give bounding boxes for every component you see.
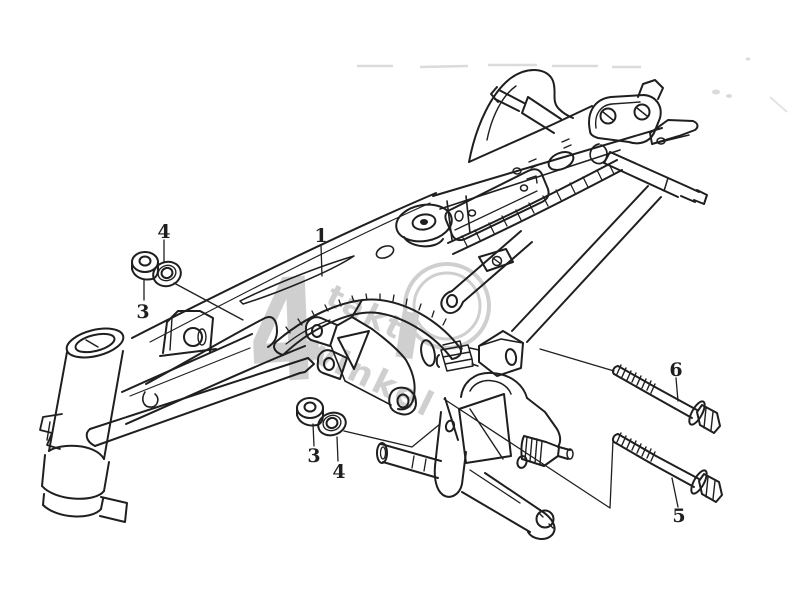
washer-top <box>152 260 182 288</box>
arc-stay <box>273 293 462 360</box>
flange-nut-bottom <box>296 397 324 427</box>
callout-4-upper: 4 <box>157 221 170 243</box>
callout-5-bolt: 5 <box>672 505 685 527</box>
callout-labels: 4 3 1 3 4 6 5 <box>136 221 685 527</box>
engine-hanger-bracket <box>376 371 574 540</box>
flange-bolt-6 <box>612 364 721 434</box>
watermark-circle-inner <box>412 271 482 341</box>
watermark-circle-outer <box>403 262 491 350</box>
rear-frame-section <box>395 69 708 255</box>
callout-3-upper: 3 <box>136 301 149 323</box>
scan-noise <box>357 57 788 113</box>
callout-3-lower: 3 <box>307 445 320 467</box>
center-bracket-plate <box>304 299 436 416</box>
connecting-arms <box>440 185 662 343</box>
callout-4-lower: 4 <box>332 461 345 483</box>
fasteners <box>131 251 723 503</box>
callout-6-bolt: 6 <box>669 359 682 381</box>
leader-lines <box>143 239 679 509</box>
callout-1-frame: 1 <box>314 225 327 247</box>
clamp-block <box>435 330 524 377</box>
down-tube <box>85 310 315 447</box>
washer-bottom <box>317 411 347 437</box>
steering-head-tube <box>39 327 128 523</box>
frame-body-drawing <box>39 69 708 540</box>
watermark-bar <box>395 311 420 360</box>
flange-bolt-5 <box>612 432 723 503</box>
